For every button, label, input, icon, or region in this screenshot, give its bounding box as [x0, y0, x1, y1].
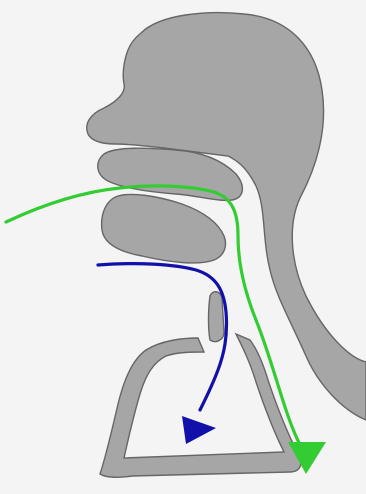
palate: [98, 148, 243, 200]
food-path-arrowhead: [182, 416, 216, 444]
epiglottis: [209, 292, 225, 342]
food-path-line: [98, 264, 227, 410]
tongue: [102, 194, 226, 263]
